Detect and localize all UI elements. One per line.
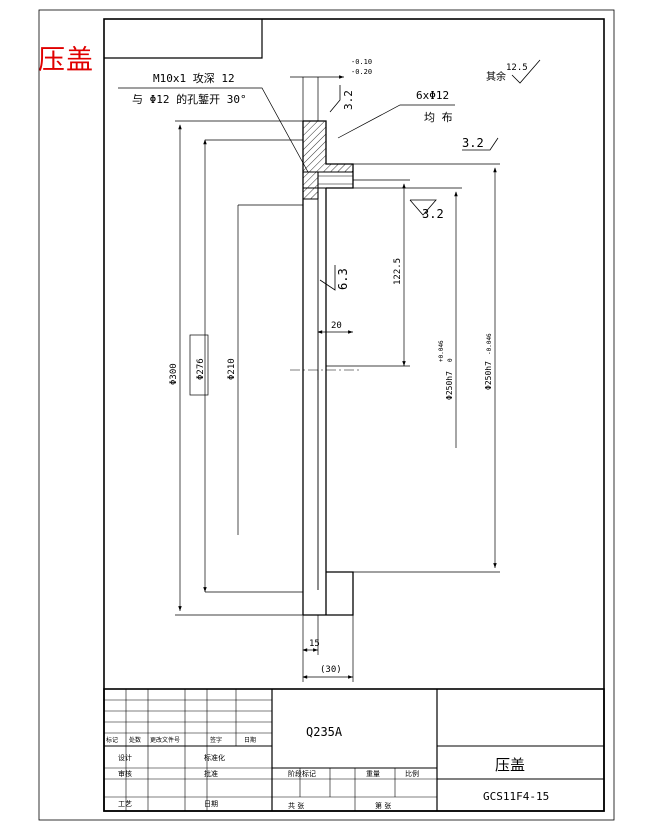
tb-standardize: 标准化: [204, 753, 225, 762]
tb-design: 设计: [118, 753, 132, 762]
dim-fit-2: Φ250h7: [484, 361, 493, 390]
rough-other-value: 12.5: [506, 63, 528, 73]
outer-border: [38, 9, 615, 821]
tb-scale: 比例: [405, 769, 419, 778]
dim-bore: 122.5: [393, 258, 403, 285]
annotation-text: M10x1 攻深 12 与 Φ12 的孔錾开 30° 6xΦ12 均 布 -0.…: [132, 58, 528, 675]
thread-note-2: 与 Φ12 的孔錾开 30°: [132, 92, 247, 106]
rough-other-label: 其余: [486, 70, 506, 83]
tb-date2: 日期: [204, 800, 218, 808]
tb-date: 日期: [244, 736, 256, 744]
dim-fit-1-tol: +0.046: [438, 340, 445, 362]
dim-flange-width: 15: [309, 639, 320, 649]
tb-total: 共 张: [288, 801, 304, 810]
drawing-title-overlay: 压盖: [38, 45, 94, 76]
part-section-view: [290, 120, 360, 616]
title-block: [103, 688, 605, 812]
part-name: 压盖: [495, 756, 525, 774]
tb-sign: 签字: [210, 736, 222, 744]
tb-stage-mark: 阶段标记: [288, 769, 316, 778]
title-block-text: 标记 处数 更改文件号 签字 日期 设计 标准化 审核 批准 工艺 日期 阶段标…: [106, 725, 549, 810]
top-left-box: [104, 19, 263, 59]
dim-fit-1: Φ250h7: [445, 371, 454, 400]
roughness-symbols: [319, 59, 541, 291]
drawing-number: GCS11F4-15: [483, 790, 549, 803]
tol-top: -0.10: [351, 58, 372, 66]
dimension-lines: [118, 75, 500, 682]
dim-boss-width: 20: [331, 321, 342, 331]
rough-top: 3.2: [342, 90, 355, 110]
material: Q235A: [306, 725, 343, 739]
tb-mark: 标记: [106, 736, 118, 744]
inner-border: [103, 18, 605, 812]
holes-note-2: 均 布: [424, 111, 453, 124]
tb-count: 处数: [129, 736, 141, 744]
tb-craft: 工艺: [118, 800, 132, 808]
dim-step: Φ210: [227, 358, 237, 380]
thread-note-1: M10x1 攻深 12: [153, 71, 235, 85]
rough-face: 6.3: [336, 268, 350, 290]
dim-fit-2-tol: -0.046: [486, 333, 493, 355]
tb-change-doc: 更改文件号: [150, 736, 180, 744]
rough-right: 3.2: [462, 136, 484, 150]
dim-bolt-circle: Φ276: [196, 358, 206, 380]
tb-sheet: 第 张: [375, 801, 391, 810]
holes-note-1: 6xΦ12: [416, 89, 449, 102]
tb-approve: 批准: [204, 769, 218, 778]
dim-fit-1-tol2: 0: [447, 358, 454, 362]
tb-check: 审核: [118, 769, 132, 778]
dim-outer: Φ300: [169, 363, 179, 385]
tol-bottom: -0.20: [351, 68, 372, 76]
dim-total-width: (30): [320, 665, 342, 675]
tb-weight: 重量: [366, 770, 380, 778]
rough-mid: 3.2: [422, 207, 444, 221]
